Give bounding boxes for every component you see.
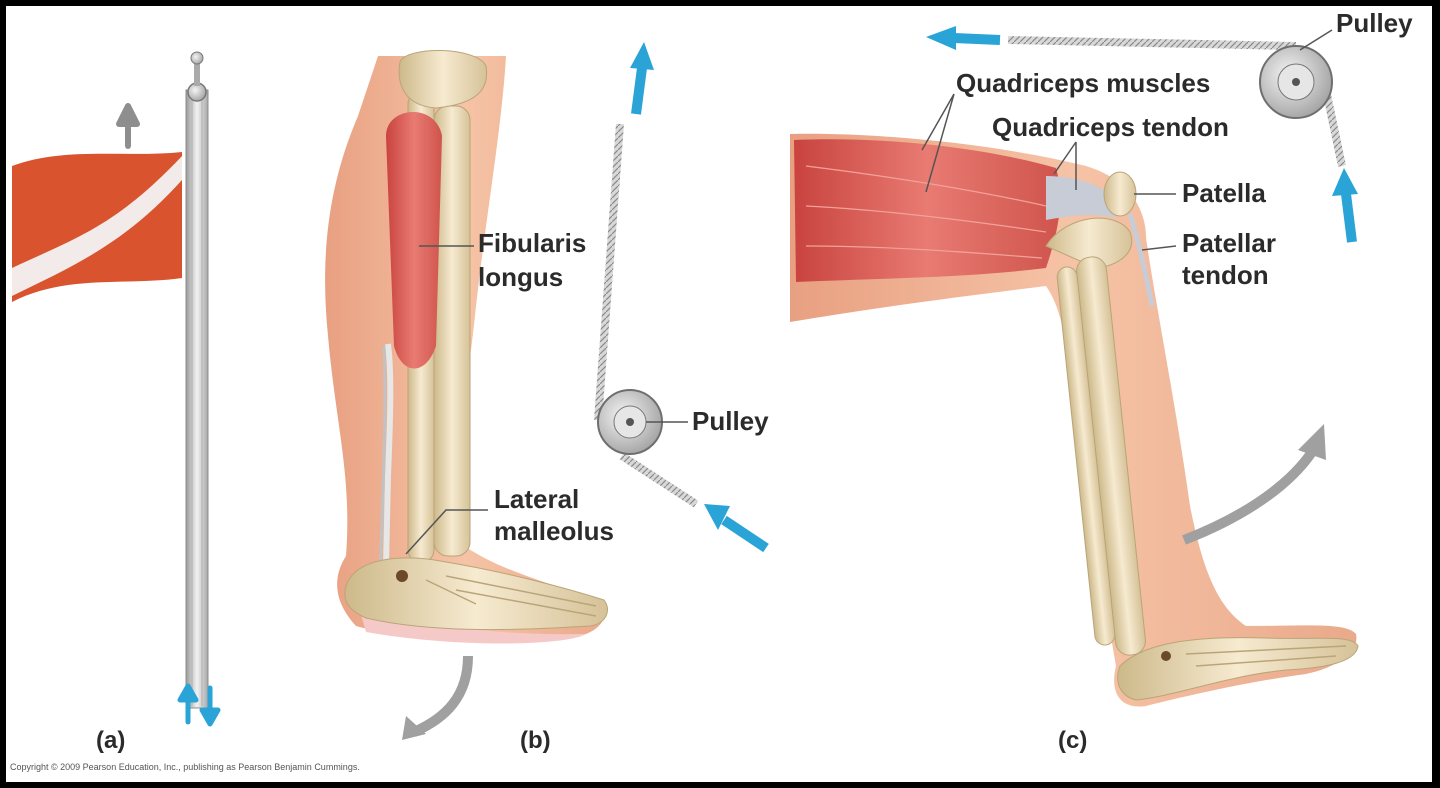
pulley-c-label: Pulley (1336, 8, 1413, 38)
lateral-malleolus (396, 570, 408, 582)
blue-up-arrow-icon (177, 683, 199, 725)
rope-b-diagonal (619, 452, 699, 508)
blue-down-arrow-icon (199, 685, 221, 727)
patella-label: Patella (1182, 178, 1266, 208)
rope-c-vertical (1322, 89, 1346, 167)
panel-a-flagpole: (a) (12, 51, 221, 754)
pulley-b: Pulley (594, 42, 769, 553)
blue-up-arrow-b-icon (631, 67, 647, 115)
fibularis-longus-muscle (386, 111, 442, 369)
blue-left-arrow-c-icon (953, 33, 1001, 45)
caption-a: (a) (96, 727, 125, 754)
patellar-tendon-label-line1: Patellar (1182, 228, 1276, 258)
quadriceps-muscles-label: Quadriceps muscles (956, 68, 1210, 98)
caption-c: (c) (1058, 727, 1087, 754)
up-arrow-icon (116, 103, 140, 149)
fibula-c (1056, 266, 1116, 646)
pulley-c: Pulley (926, 8, 1413, 243)
panel-b-lower-leg: Fibularis longus Lateral malleolus (b) (325, 49, 614, 754)
caption-b: (b) (520, 727, 551, 754)
patellar-tendon-label-line2: tendon (1182, 260, 1269, 290)
foot-bones-c (1117, 637, 1359, 701)
quadriceps-muscles (794, 139, 1061, 282)
pulley-b-label: Pulley (692, 406, 769, 436)
panel-c-bent-leg: Quadriceps muscles Quadriceps tendon Pat… (790, 68, 1359, 754)
patellar-tendon (1127, 213, 1155, 307)
quadriceps-tendon (1046, 176, 1118, 220)
gray-curved-arrow-b (411, 655, 473, 737)
blue-diag-arrow-b-icon (721, 515, 769, 553)
fibularis-label-line1: Fibularis (478, 228, 586, 258)
rope-c-horizontal (1007, 36, 1297, 50)
anatomy-pulley-diagram: (a) Fibularis longus Lateral malleolus (… (10, 8, 1413, 772)
malleolus-label-line2: malleolus (494, 516, 614, 546)
gray-curved-arrow-c (1182, 449, 1317, 545)
rope-b-vertical (594, 123, 624, 421)
patella (1103, 171, 1137, 217)
quadriceps-tendon-label: Quadriceps tendon (992, 112, 1229, 142)
flagpole (185, 89, 209, 709)
copyright-notice: Copyright © 2009 Pearson Education, Inc.… (10, 762, 360, 772)
figure-panel: (a) Fibularis longus Lateral malleolus (… (6, 6, 1432, 782)
leg-skin (790, 133, 1357, 707)
fibularis-label-line2: longus (478, 262, 563, 292)
malleolus-label-line1: Lateral (494, 484, 579, 514)
blue-up-arrow-c-icon (1341, 193, 1357, 243)
